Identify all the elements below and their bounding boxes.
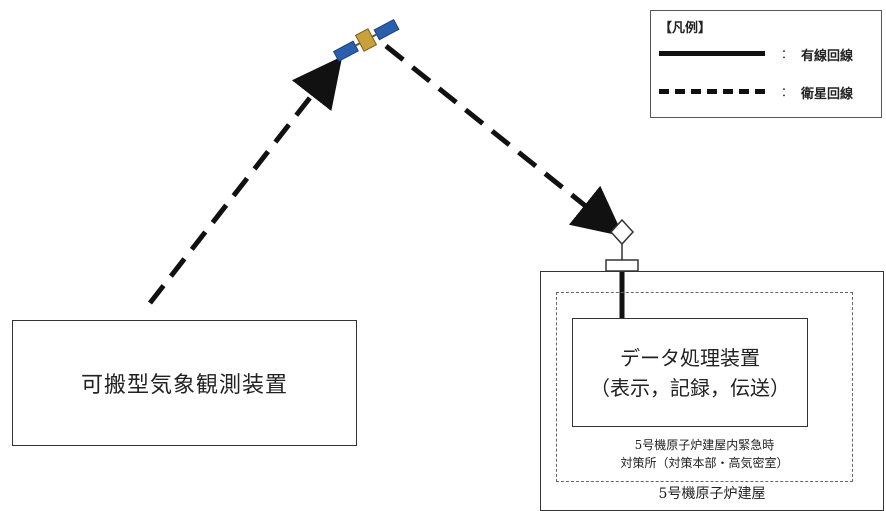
data-processor-box: データ処理装置 （表示，記録，伝送） [572,318,808,427]
antenna-icon [605,218,639,272]
satellite-downlink-arrow [384,44,624,237]
legend-colon: ： [781,85,794,99]
data-processor-title: データ処理装置 [620,345,760,370]
emergency-center-label-line2: 対策所（対策本部・高気密室） [620,456,789,470]
legend-title: 【凡例】 [659,21,712,36]
satellite-icon [332,18,400,62]
legend-label-satellite: 衛星回線 [801,87,854,102]
legend-solid-line-icon [659,51,765,56]
legend-dashed-line-icon [659,89,765,94]
building-label: 5号機原子炉建屋 [658,486,766,502]
emergency-center-label: 5号機原子炉建屋内緊急時 対策所（対策本部・高気密室） [556,436,853,472]
portable-device-label: 可搬型気象観測装置 [80,373,288,398]
emergency-center-label-line1: 5号機原子炉建屋内緊急時 [634,438,775,452]
legend-label-wired: 有線回線 [801,49,854,64]
data-processor-subtitle: （表示，記録，伝送） [590,375,790,400]
legend-row-satellite: ： 衛星回線 [651,83,883,103]
legend-colon: ： [781,47,794,61]
legend-row-wired: ： 有線回線 [651,45,883,65]
legend-box: 【凡例】 ： 有線回線 ： 衛星回線 [650,10,882,118]
portable-device-box: 可搬型気象観測装置 [12,320,357,446]
satellite-uplink-arrow [148,56,343,305]
emergency-center-box [556,292,853,482]
